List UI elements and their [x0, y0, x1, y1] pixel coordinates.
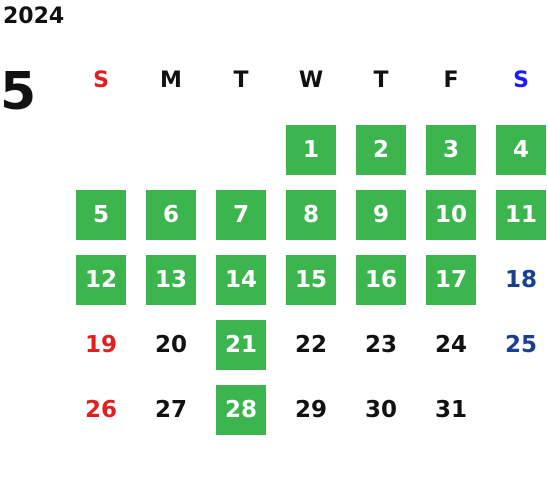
day-cell[interactable]: 11 — [496, 190, 546, 240]
day-cell[interactable]: 21 — [216, 320, 266, 370]
day-cell[interactable]: 8 — [286, 190, 336, 240]
calendar-week-3: 12 13 14 15 16 17 18 — [76, 255, 546, 305]
weekday-monday: M — [160, 68, 182, 93]
day-cell[interactable]: 9 — [356, 190, 406, 240]
calendar-month: 5 — [0, 62, 37, 122]
day-cell[interactable]: 30 — [364, 397, 397, 423]
weekday-sunday: S — [93, 68, 109, 93]
day-cell[interactable]: 15 — [286, 255, 336, 305]
weekday-friday: F — [443, 68, 459, 93]
day-cell[interactable]: 24 — [434, 332, 467, 358]
day-cell[interactable]: 1 — [286, 125, 336, 175]
day-cell[interactable]: 6 — [146, 190, 196, 240]
day-cell[interactable]: 22 — [294, 332, 327, 358]
day-cell[interactable]: 31 — [434, 397, 467, 423]
calendar-week-5: 26 27 28 29 30 31 — [76, 385, 546, 435]
day-cell[interactable]: 3 — [426, 125, 476, 175]
day-cell[interactable]: 10 — [426, 190, 476, 240]
calendar-week-4: 19 20 21 22 23 24 25 — [76, 320, 546, 370]
day-cell[interactable]: 26 — [84, 397, 117, 423]
day-cell[interactable]: 25 — [504, 332, 537, 358]
calendar-week-1: 1 2 3 4 — [76, 125, 546, 175]
day-cell[interactable]: 17 — [426, 255, 476, 305]
weekday-wednesday: W — [298, 68, 324, 93]
day-cell[interactable]: 20 — [154, 332, 187, 358]
day-cell[interactable]: 19 — [84, 332, 117, 358]
calendar-week-2: 5 6 7 8 9 10 11 — [76, 190, 546, 240]
calendar-year: 2024 — [3, 4, 65, 29]
day-cell[interactable]: 18 — [504, 267, 537, 293]
day-cell[interactable]: 2 — [356, 125, 406, 175]
day-cell[interactable]: 23 — [364, 332, 397, 358]
day-cell[interactable]: 14 — [216, 255, 266, 305]
day-cell[interactable]: 28 — [216, 385, 266, 435]
weekday-thursday: T — [373, 68, 389, 93]
weekday-saturday: S — [513, 68, 529, 93]
day-cell[interactable]: 29 — [294, 397, 327, 423]
day-cell[interactable]: 12 — [76, 255, 126, 305]
day-cell[interactable]: 7 — [216, 190, 266, 240]
weekday-header-row: S M T W T F S — [76, 66, 546, 96]
day-cell[interactable]: 16 — [356, 255, 406, 305]
day-cell[interactable]: 13 — [146, 255, 196, 305]
day-cell[interactable]: 27 — [154, 397, 187, 423]
day-cell[interactable]: 4 — [496, 125, 546, 175]
weekday-tuesday: T — [233, 68, 249, 93]
day-cell[interactable]: 5 — [76, 190, 126, 240]
